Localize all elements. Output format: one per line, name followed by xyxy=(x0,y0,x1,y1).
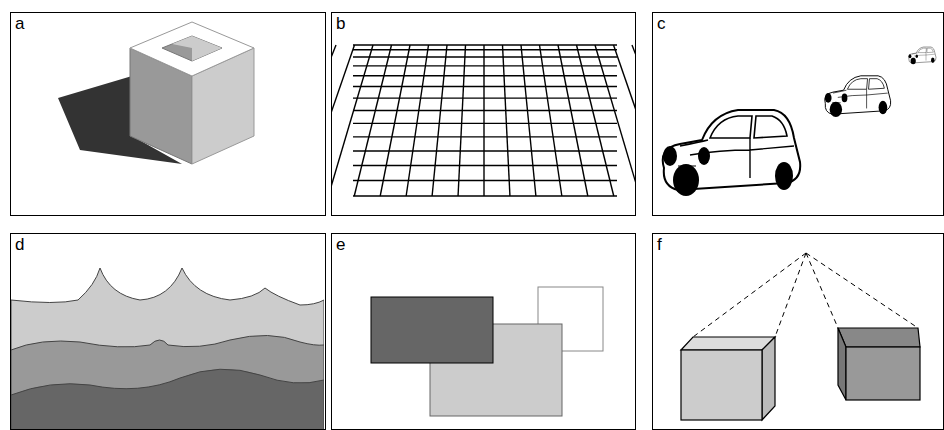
figure-panel: e xyxy=(331,233,636,430)
vanishing-lines xyxy=(693,253,918,337)
middle-wave xyxy=(11,335,324,430)
figure-panel: d xyxy=(10,233,326,430)
figure-panel: a xyxy=(10,12,326,216)
figure-panel: c xyxy=(652,12,944,216)
left-box-side xyxy=(762,337,775,420)
cube-hole xyxy=(162,36,222,61)
overlapping-waves xyxy=(11,268,324,430)
panel-letter: e xyxy=(336,235,345,255)
grid-line xyxy=(406,45,428,196)
panel-letter: c xyxy=(657,14,666,34)
grid-line xyxy=(380,45,410,196)
panel-letter: d xyxy=(15,235,24,255)
grid-line xyxy=(432,45,447,196)
left-box-top xyxy=(681,337,775,350)
back-wave xyxy=(11,268,324,430)
grid-line xyxy=(458,45,465,196)
grid-line xyxy=(558,45,588,196)
grid-line xyxy=(353,110,617,111)
right-box-top xyxy=(838,328,920,347)
perspective-boxes xyxy=(681,253,920,420)
grid-line xyxy=(577,45,614,196)
right-box-front xyxy=(846,347,920,400)
near-rectangle xyxy=(371,297,493,363)
shaded-cube xyxy=(58,22,254,164)
grid-line xyxy=(353,44,617,45)
front-wave xyxy=(11,369,324,430)
right-box-side xyxy=(838,328,846,400)
grid-line xyxy=(353,56,617,57)
grid-line xyxy=(632,45,635,196)
left-box-front xyxy=(681,350,762,420)
perspective-grid xyxy=(332,45,635,196)
grid-line xyxy=(353,180,617,181)
receding-cars xyxy=(663,47,936,196)
figure-panel: f xyxy=(652,233,944,430)
grid-line xyxy=(595,45,635,196)
panel-letter: b xyxy=(336,14,345,34)
car-medium xyxy=(825,76,891,117)
panel-letter: f xyxy=(657,235,662,255)
car-large xyxy=(663,110,801,196)
overlapping-rectangles xyxy=(371,287,603,416)
grid-line xyxy=(353,65,617,66)
panel-letter: a xyxy=(15,14,24,34)
grid-line xyxy=(353,165,617,166)
grid-line xyxy=(354,45,391,196)
grid-line xyxy=(353,195,617,196)
car-small xyxy=(909,47,937,64)
grid-line xyxy=(483,45,484,196)
grid-line xyxy=(353,75,617,76)
grid-line xyxy=(540,45,562,196)
grid-line xyxy=(614,45,636,196)
grid-line xyxy=(503,45,510,196)
grid-line xyxy=(353,150,617,151)
grid-line xyxy=(353,123,617,124)
grid-line xyxy=(353,97,617,98)
figure-panel: b xyxy=(331,12,636,216)
grid-line xyxy=(332,45,373,196)
grid-line xyxy=(521,45,536,196)
cube-top-face xyxy=(130,22,254,76)
grid-line xyxy=(353,86,617,87)
cube-hole-wall xyxy=(172,36,222,61)
